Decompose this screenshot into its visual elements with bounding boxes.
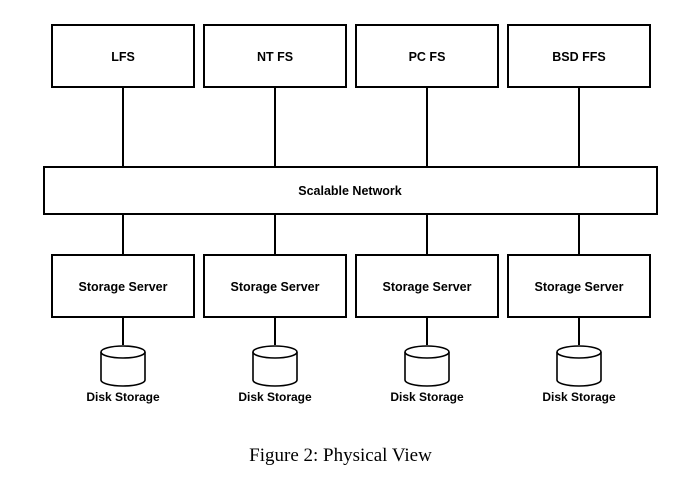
- fs-box-ntfs: NT FS: [203, 24, 347, 88]
- storage-server-label: Storage Server: [535, 280, 624, 294]
- fs-box-lfs: LFS: [51, 24, 195, 88]
- disk-label: Disk Storage: [86, 390, 160, 404]
- disk-storage-icon: [252, 345, 298, 387]
- disk-label: Disk Storage: [238, 390, 312, 404]
- fs-box-bsdffs: BSD FFS: [507, 24, 651, 88]
- storage-server-2: Storage Server: [203, 254, 347, 318]
- fs-label-ntfs: NT FS: [257, 50, 293, 64]
- fs-label-pcfs: PC FS: [409, 50, 446, 64]
- disk-label: Disk Storage: [542, 390, 616, 404]
- disk-storage-icon: [556, 345, 602, 387]
- fs-label-lfs: LFS: [111, 50, 135, 64]
- storage-server-label: Storage Server: [231, 280, 320, 294]
- storage-server-label: Storage Server: [383, 280, 472, 294]
- disk-label: Disk Storage: [390, 390, 464, 404]
- fs-label-bsdffs: BSD FFS: [552, 50, 605, 64]
- fs-box-pcfs: PC FS: [355, 24, 499, 88]
- storage-server-label: Storage Server: [79, 280, 168, 294]
- disk-storage-icon: [100, 345, 146, 387]
- network-label: Scalable Network: [298, 184, 402, 198]
- storage-server-4: Storage Server: [507, 254, 651, 318]
- storage-server-3: Storage Server: [355, 254, 499, 318]
- disk-storage-icon: [404, 345, 450, 387]
- network-box: Scalable Network: [43, 166, 658, 215]
- figure-caption: Figure 2: Physical View: [249, 445, 432, 466]
- physical-view-diagram: LFS NT FS PC FS BSD FFS Scalable Network…: [43, 24, 658, 404]
- storage-server-1: Storage Server: [51, 254, 195, 318]
